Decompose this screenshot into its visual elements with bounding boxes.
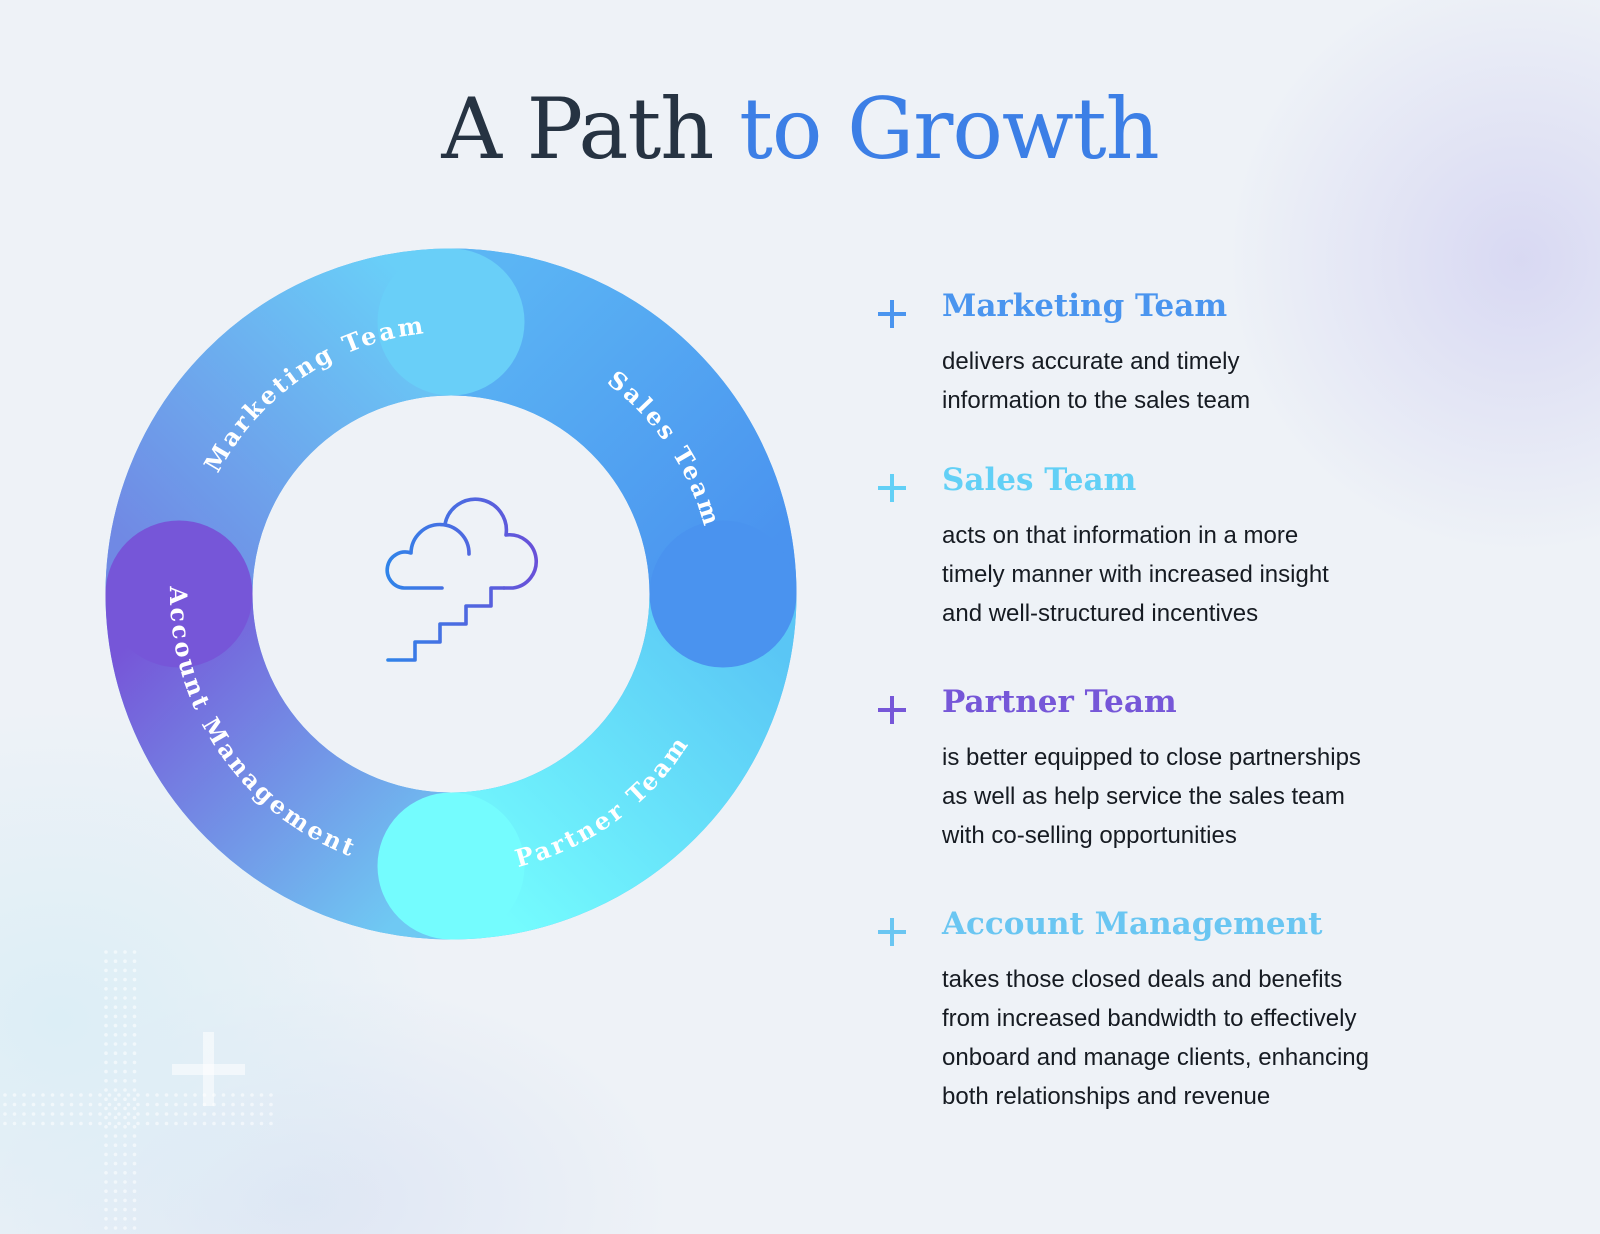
description-line: delivers accurate and timely: [942, 348, 1240, 375]
description-line: from increased bandwidth to effectively: [942, 1005, 1357, 1032]
item-heading: Marketing Team: [942, 288, 1228, 324]
plus-icon: [878, 474, 906, 502]
item-description: is better equipped to close partnerships…: [942, 738, 1361, 855]
cloud-stairs-icon: [385, 497, 539, 662]
title-part-accent: to Growth: [739, 80, 1160, 178]
description-line: and well-structured incentives: [942, 600, 1259, 627]
ring-segment-cap-sales: [649, 520, 797, 668]
background-dot-cross-decoration: [3, 950, 273, 1230]
description-line: onboard and manage clients, enhancing: [942, 1044, 1369, 1071]
item-heading: Account Management: [942, 906, 1323, 942]
description-line: takes those closed deals and benefits: [942, 966, 1343, 993]
description-line: acts on that information in a more: [942, 522, 1299, 549]
item-description: takes those closed deals and benefits fr…: [942, 960, 1369, 1116]
description-line: is better equipped to close partnerships: [942, 744, 1361, 771]
description-line: with co-selling opportunities: [942, 822, 1237, 849]
ring-segment-cap-marketing: [377, 248, 525, 396]
description-line: as well as help service the sales team: [942, 783, 1345, 810]
item-description: acts on that information in a more timel…: [942, 516, 1329, 633]
ring-segment-cap-partner: [377, 792, 525, 940]
plus-icon: [878, 918, 906, 946]
stairs-icon-part: [386, 586, 506, 662]
cloud-large-icon-part: [443, 497, 539, 590]
page-title: A Path to Growth: [0, 80, 1600, 178]
ring-segment-cap-account: [105, 520, 253, 668]
description-line: timely manner with increased insight: [942, 561, 1329, 588]
description-line: information to the sales team: [942, 387, 1251, 414]
cloud-small-icon-part: [385, 522, 471, 590]
item-heading: Sales Team: [942, 462, 1137, 498]
description-line: both relationships and revenue: [942, 1083, 1271, 1110]
plus-icon: [878, 696, 906, 724]
title-part-dark: A Path: [441, 80, 714, 178]
item-description: delivers accurate and timely information…: [942, 342, 1250, 420]
item-heading: Partner Team: [942, 684, 1177, 720]
plus-icon: [878, 300, 906, 328]
